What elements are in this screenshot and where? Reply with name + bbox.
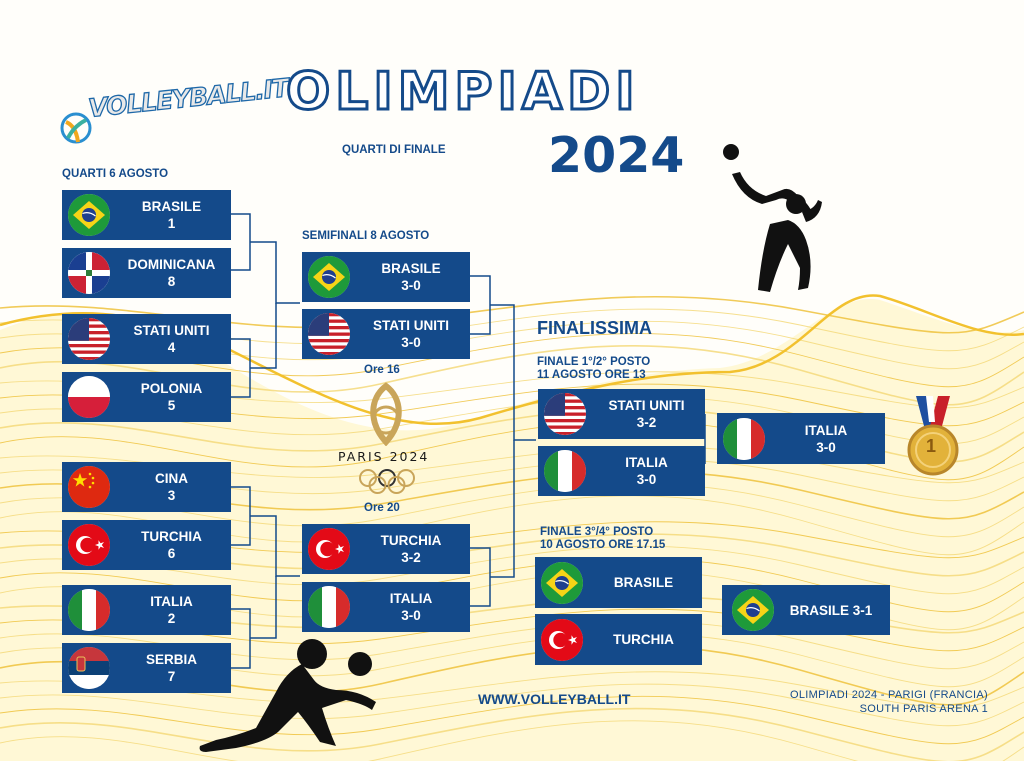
flag-poland-icon <box>68 376 110 418</box>
match-score: 3 <box>167 488 176 503</box>
paris-2024-emblem <box>370 382 402 446</box>
section-final-12-line1: FINALE 1°/2° POSTO <box>537 356 651 368</box>
volleyball-it-logo: VOLLEYBALL.IT <box>58 73 290 144</box>
quarter-final-3-box: STATI UNITI 4 <box>62 314 231 364</box>
country-name: ITALIA <box>625 455 668 470</box>
subtitle: QUARTI DI FINALE <box>342 144 446 156</box>
match-score: 3-0 <box>401 278 421 293</box>
country-name: STATI UNITI <box>608 398 685 413</box>
flag-usa-icon <box>68 318 110 360</box>
flag-turkey-icon <box>308 528 350 570</box>
country-name: ITALIA <box>150 594 193 609</box>
final-34-team-2-box: TURCHIA <box>535 614 702 665</box>
match-score: 3-0 <box>401 335 421 350</box>
match-score: 5 <box>167 398 176 413</box>
quarter-final-7-box: ITALIA 2 <box>62 585 231 635</box>
volleyball-logo-icon <box>60 112 92 144</box>
country-name: STATI UNITI <box>373 318 449 333</box>
quarter-final-5-box: CINA 3 <box>62 462 231 512</box>
bronze-winner-box: BRASILE 3-1 <box>722 585 890 635</box>
bronze-winner-text: BRASILE 3-1 <box>789 602 873 618</box>
flag-brazil-icon <box>541 562 583 604</box>
time-semi-1: Ore 16 <box>364 364 400 376</box>
footer-line-2: SOUTH PARIS ARENA 1 <box>859 703 988 715</box>
spiking-player-silhouette <box>723 144 822 292</box>
country-name: TURCHIA <box>613 632 674 647</box>
section-quarti: QUARTI 6 AGOSTO <box>62 168 169 180</box>
country-name: ITALIA <box>389 591 433 606</box>
country-name: TURCHIA <box>380 533 442 548</box>
flag-turkey-icon <box>68 524 110 566</box>
final-12-team-2-box: ITALIA 3-0 <box>538 446 705 496</box>
final-12-team-1-box: STATI UNITI 3-2 <box>538 389 705 439</box>
semi-final-3-box: TURCHIA 3-2 <box>302 524 470 574</box>
country-name: BRASILE <box>613 575 674 590</box>
olympic-rings-icon <box>359 469 415 494</box>
match-score: 6 <box>167 546 176 561</box>
country-name: SERBIA <box>145 652 197 667</box>
year-title: 2024 <box>548 127 685 184</box>
section-final-12-line2: 11 AGOSTO ORE 13 <box>537 369 646 381</box>
semi-final-1-box: BRASILE 3-0 <box>302 252 470 302</box>
quarter-final-4-box: POLONIA 5 <box>62 372 231 422</box>
footer-location: OLIMPIADI 2024 - PARIGI (FRANCIA) SOUTH … <box>790 688 988 716</box>
country-name: DOMINICANA <box>127 257 216 272</box>
match-score: 8 <box>167 274 176 289</box>
flag-italy-icon <box>723 418 765 460</box>
match-score: 1 <box>167 216 176 231</box>
quarter-final-2-box: DOMINICANA 8 <box>62 248 231 298</box>
section-final-34-line1: FINALE 3°/4° POSTO <box>540 526 654 538</box>
country-name: ITALIA <box>804 422 848 438</box>
gold-medal-icon <box>907 396 959 476</box>
main-title: OLIMPIADI <box>285 61 640 124</box>
medal-number: 1 <box>926 436 937 456</box>
country-name: BRASILE <box>381 261 441 276</box>
country-name: CINA <box>155 471 188 486</box>
flag-dominican-republic-icon <box>68 252 110 294</box>
match-score: 3-0 <box>816 439 836 455</box>
quarter-final-6-box: TURCHIA 6 <box>62 520 231 570</box>
match-score: 7 <box>167 669 176 684</box>
section-finalissima: FINALISSIMA <box>537 318 652 338</box>
flag-italy-icon <box>308 586 350 628</box>
flag-china-icon <box>68 466 110 508</box>
quarter-final-8-box: SERBIA 7 <box>62 643 231 693</box>
match-score: 3-2 <box>401 550 421 565</box>
flag-usa-icon <box>544 393 586 435</box>
match-score: 2 <box>167 611 176 626</box>
semi-final-2-box: STATI UNITI 3-0 <box>302 309 470 359</box>
match-score: 3-2 <box>636 415 657 430</box>
flag-turkey-icon <box>541 619 583 661</box>
final-34-team-1-box: BRASILE <box>535 557 702 608</box>
country-name: TURCHIA <box>141 529 202 544</box>
flag-usa-icon <box>308 313 350 355</box>
footer-line-1: OLIMPIADI 2024 - PARIGI (FRANCIA) <box>790 689 988 701</box>
country-name: POLONIA <box>140 381 203 396</box>
country-name: BRASILE <box>141 199 202 214</box>
quarter-final-1-box: BRASILE 1 <box>62 190 231 240</box>
flag-brazil-icon <box>308 256 350 298</box>
flag-italy-icon <box>544 450 586 492</box>
paris-2024-text: PARIS 2024 <box>338 449 430 464</box>
time-semi-2: Ore 20 <box>364 502 400 514</box>
country-name: STATI UNITI <box>133 323 210 338</box>
flag-serbia-icon <box>68 647 110 689</box>
semi-final-4-box: ITALIA 3-0 <box>302 582 470 632</box>
flag-brazil-icon <box>732 589 774 631</box>
digging-player-silhouette <box>199 639 376 752</box>
match-score: 4 <box>167 340 176 355</box>
match-score: 3-0 <box>401 608 421 623</box>
section-semifinali: SEMIFINALI 8 AGOSTO <box>302 230 430 242</box>
match-score: 3-0 <box>636 472 657 487</box>
section-final-34-line2: 10 AGOSTO ORE 17.15 <box>540 539 666 551</box>
flag-italy-icon <box>68 589 110 631</box>
website-link[interactable]: WWW.VOLLEYBALL.IT <box>478 691 631 707</box>
flag-brazil-icon <box>68 194 110 236</box>
